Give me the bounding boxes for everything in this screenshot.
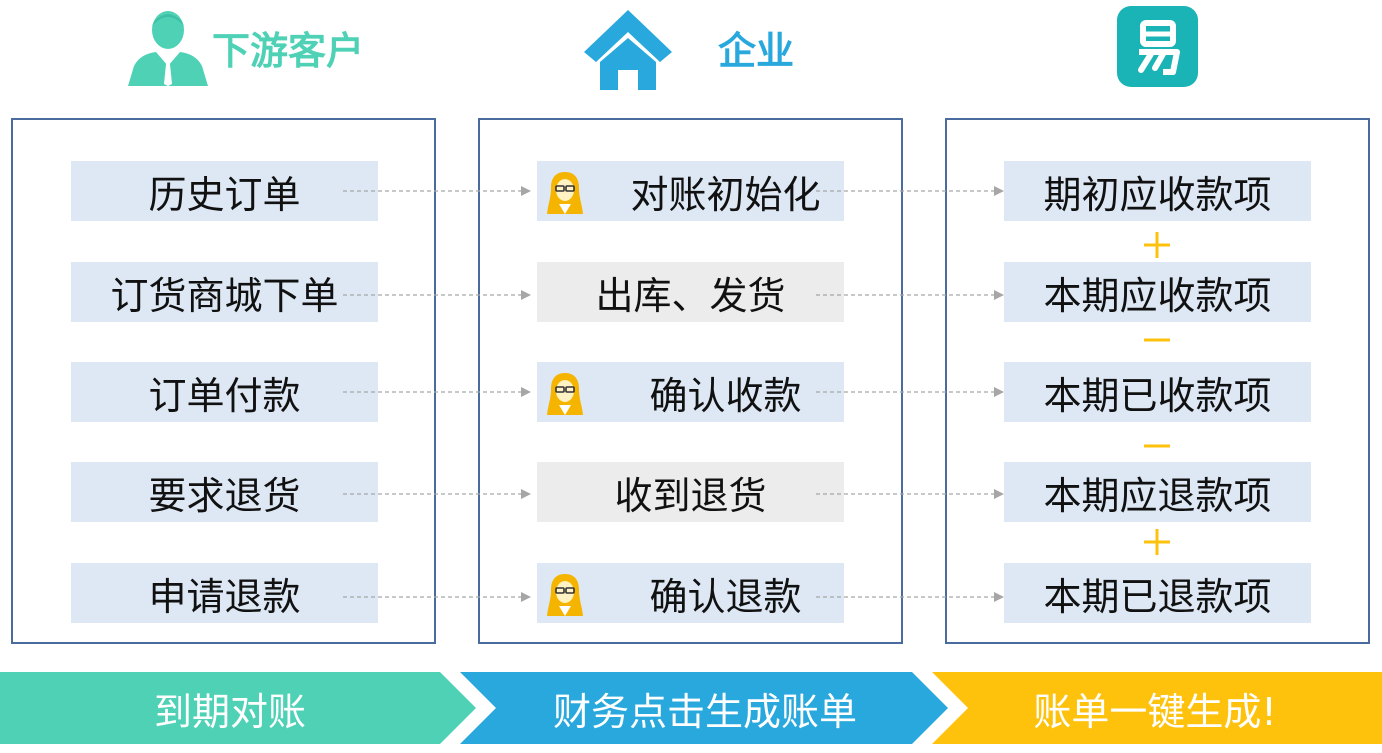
downstream-customer-title: 下游客户 [212, 29, 365, 73]
right-item-label: 本期应收款项 [1043, 273, 1272, 318]
person-icon [547, 373, 583, 415]
enterprise-column [478, 118, 903, 644]
middle-item: 出库、发货 [537, 262, 844, 322]
middle-item: 收到退货 [537, 462, 844, 522]
right-item: 本期已退款项 [1004, 563, 1311, 623]
banner-step-3 [932, 672, 1382, 744]
left-item-label: 申请退款 [148, 574, 301, 619]
left-item-label: 订单付款 [148, 373, 301, 418]
middle-item-label: 对账初始化 [630, 172, 821, 217]
left-item: 要求退货 [71, 462, 378, 522]
right-item-label: 期初应收款项 [1043, 172, 1272, 217]
banner-step-1 [0, 672, 476, 744]
app-logo-icon [1117, 6, 1198, 87]
middle-item-label: 出库、发货 [595, 273, 786, 318]
middle-item: 确认退款 [537, 563, 844, 623]
person-icon [547, 172, 583, 214]
customer-icon [128, 6, 208, 86]
right-item-label: 本期应退款项 [1043, 473, 1272, 518]
right-item: 期初应收款项 [1004, 161, 1311, 221]
middle-item: 确认收款 [537, 362, 844, 422]
right-item-label: 本期已收款项 [1043, 373, 1272, 418]
house-icon [582, 6, 674, 92]
left-item: 订货商城下单 [71, 262, 378, 322]
banner-step-2-label: 财务点击生成账单 [552, 689, 857, 734]
right-item: 本期应收款项 [1004, 262, 1311, 322]
left-item: 历史订单 [71, 161, 378, 221]
right-item: 本期应退款项 [1004, 462, 1311, 522]
middle-item-label: 确认退款 [649, 574, 802, 619]
plus-icon [1144, 529, 1170, 555]
banner-step-2 [460, 672, 948, 744]
process-banner [0, 672, 1382, 744]
plus-icon [1144, 232, 1170, 258]
banner-step-1-label: 到期对账 [153, 689, 306, 734]
enterprise-title: 企业 [718, 29, 795, 73]
left-item: 申请退款 [71, 563, 378, 623]
result-column [945, 118, 1370, 644]
right-item: 本期已收款项 [1004, 362, 1311, 422]
banner-step-3-label: 账单一键生成! [1033, 689, 1277, 734]
left-item-label: 要求退货 [148, 473, 301, 518]
left-item-label: 历史订单 [148, 172, 301, 217]
left-item: 订单付款 [71, 362, 378, 422]
middle-item-label: 收到退货 [614, 473, 767, 518]
middle-item: 对账初始化 [537, 161, 844, 221]
minus-icon [1144, 444, 1170, 448]
right-item-label: 本期已退款项 [1043, 574, 1272, 619]
minus-icon [1144, 338, 1170, 342]
left-item-label: 订货商城下单 [110, 273, 339, 318]
middle-item-label: 确认收款 [649, 373, 802, 418]
person-icon [547, 574, 583, 616]
downstream-column [11, 118, 436, 644]
